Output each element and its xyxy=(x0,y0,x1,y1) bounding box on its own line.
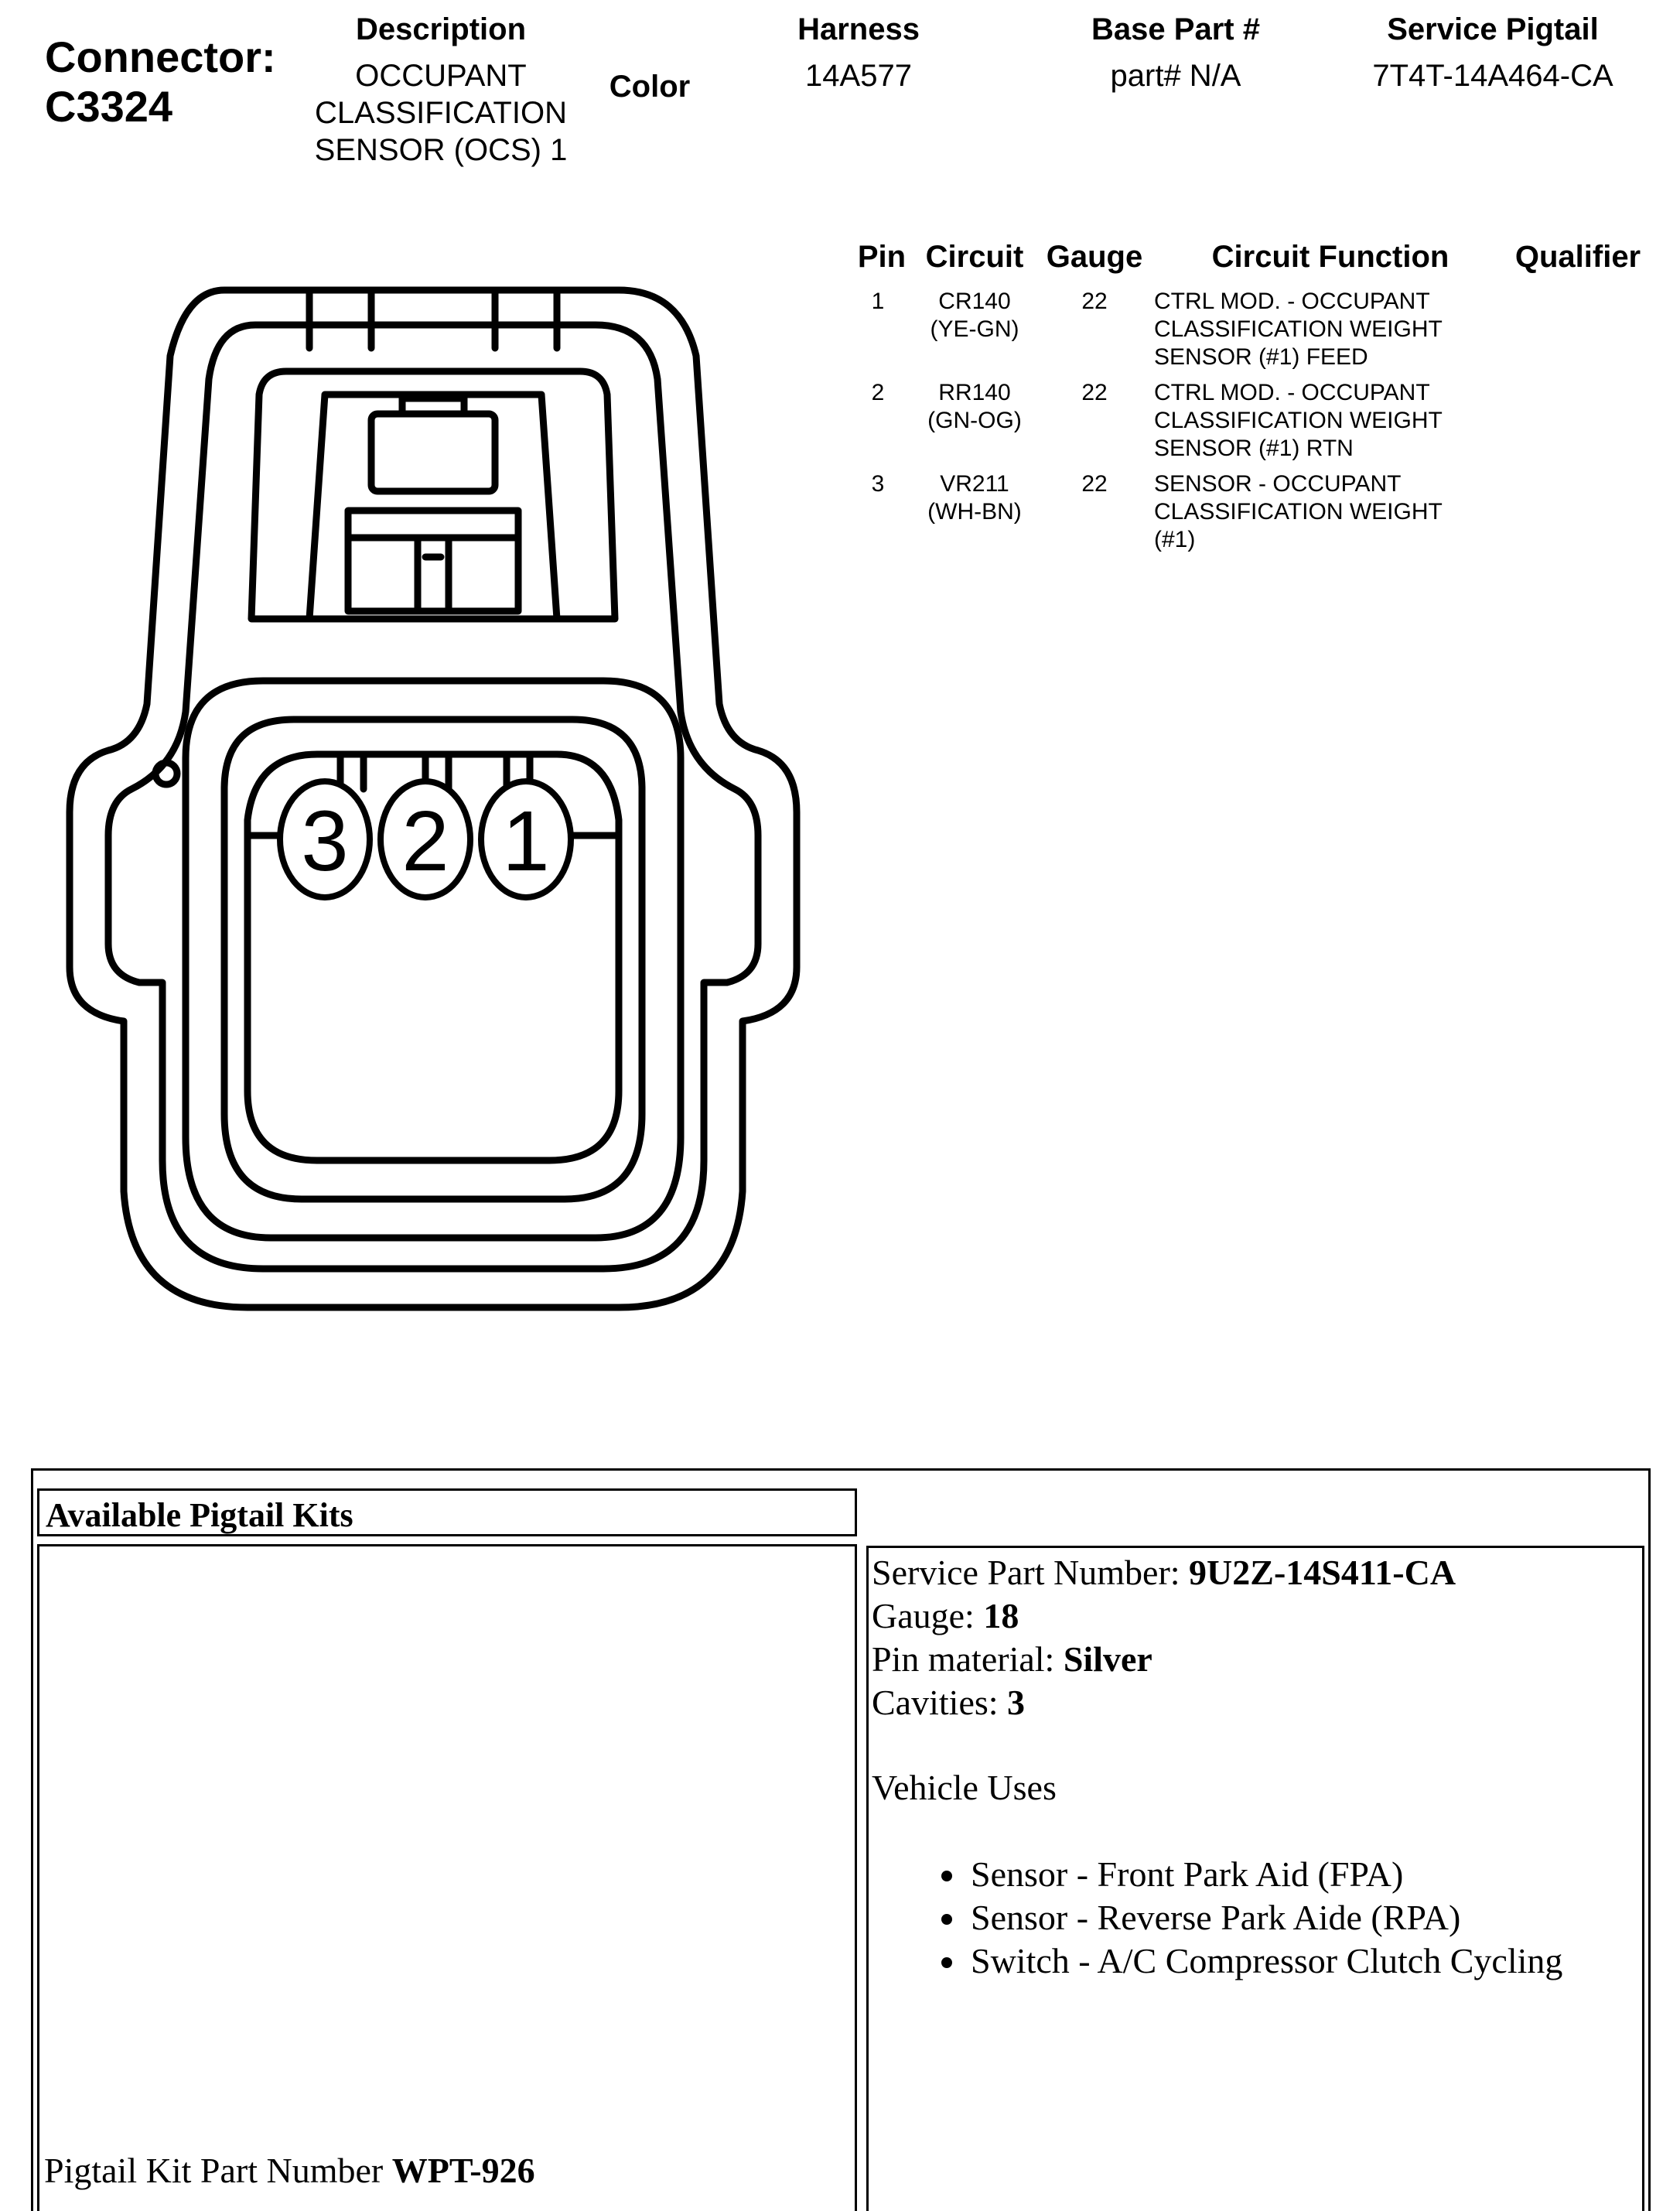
pin-2-circle xyxy=(377,778,473,900)
connector-id: C3324 xyxy=(45,82,173,131)
wire-gauge: 22 xyxy=(1081,380,1108,405)
qualifier-column-header: Qualifier xyxy=(1514,240,1641,274)
circuit-id: RR140 xyxy=(938,380,1011,405)
circuit-id: VR211 xyxy=(940,471,1009,497)
wire-gauge: 22 xyxy=(1081,471,1108,497)
list-item: Sensor - Front Park Aid (FPA) xyxy=(968,1853,1562,1896)
connector-label: Connector: xyxy=(45,32,276,81)
pigtail-kit-part-number: Pigtail Kit Part Number WPT-926 xyxy=(44,2150,535,2191)
latch-inner xyxy=(306,391,561,623)
pin-1-label: 1 xyxy=(502,794,549,889)
pin-number: 1 xyxy=(871,289,885,314)
vehicle-uses-list: Sensor - Front Park Aid (FPA) Sensor - R… xyxy=(872,1853,1562,1983)
circuit-function-column-header: Circuit Function xyxy=(1211,240,1450,274)
mating-face-outer xyxy=(182,677,685,1242)
housing-outer-outline xyxy=(66,286,801,1311)
circuit-function: SENSOR - OCCUPANT CLASSIFICATION WEIGHT … xyxy=(1154,470,1494,554)
connector-face-diagram: 3 2 1 xyxy=(66,286,801,1311)
color-header: Color xyxy=(609,70,691,104)
pigtail-kit-image-cell: Pigtail Kit Part Number WPT-926 xyxy=(37,1544,857,2211)
function-line: CLASSIFICATION WEIGHT xyxy=(1154,316,1443,342)
description-value: OCCUPANT CLASSIFICATION SENSOR (OCS) 1 xyxy=(286,57,596,169)
pigtail-kits-title: Available Pigtail Kits xyxy=(46,1496,353,1534)
pin-3-circle xyxy=(277,778,373,900)
circuit-code: RR140 (GN-OG) xyxy=(913,379,1036,435)
function-line: CTRL MOD. - OCCUPANT xyxy=(1154,289,1430,314)
list-item: Switch - A/C Compressor Clutch Cycling xyxy=(968,1939,1562,1983)
gauge-column-header: Gauge xyxy=(1046,240,1143,274)
cavities-spec: Cavities: 3 xyxy=(872,1681,1562,1724)
description-header: Description xyxy=(355,12,527,46)
description-line: SENSOR (OCS) 1 xyxy=(314,133,568,167)
function-line: SENSOR (#1) FEED xyxy=(1154,344,1368,370)
pin-material-label: Pin material: xyxy=(872,1639,1064,1679)
circuit-color: (YE-GN) xyxy=(930,316,1019,342)
connector-title: Connector: C3324 xyxy=(45,32,276,132)
kit-part-label: Pigtail Kit Part Number xyxy=(44,2151,392,2190)
circuit-column-header: Circuit xyxy=(925,240,1024,274)
circuit-code: CR140 (YE-GN) xyxy=(913,288,1036,343)
cavity-outline xyxy=(244,750,623,1164)
description-line: CLASSIFICATION xyxy=(315,96,567,130)
gauge-spec: Gauge: 18 xyxy=(872,1594,1562,1638)
pin-1-circle xyxy=(478,778,574,900)
terminal-posts xyxy=(336,750,534,793)
list-item: Sensor - Reverse Park Aide (RPA) xyxy=(968,1896,1562,1939)
latch-button xyxy=(367,410,499,495)
service-part-number: Service Part Number: 9U2Z-14S411-CA xyxy=(872,1551,1562,1594)
pin-number: 2 xyxy=(871,380,885,405)
pin-2-label: 2 xyxy=(401,794,449,889)
function-line: CLASSIFICATION WEIGHT xyxy=(1154,408,1443,433)
circuit-function: CTRL MOD. - OCCUPANT CLASSIFICATION WEIG… xyxy=(1154,288,1494,371)
latch-body xyxy=(248,367,619,623)
function-line: SENSOR (#1) RTN xyxy=(1154,436,1354,461)
circuit-color: (GN-OG) xyxy=(927,408,1022,433)
pin-material-spec: Pin material: Silver xyxy=(872,1638,1562,1681)
service-part-value: 9U2Z-14S411-CA xyxy=(1189,1553,1456,1592)
pin-column-header: Pin xyxy=(857,240,907,274)
function-line: CLASSIFICATION WEIGHT xyxy=(1154,499,1443,525)
function-line: (#1) xyxy=(1154,527,1196,552)
kit-part-value: WPT-926 xyxy=(391,2151,535,2190)
gauge-label: Gauge: xyxy=(872,1596,984,1635)
service-pigtail-header: Service Pigtail xyxy=(1387,12,1599,46)
vehicle-uses-heading: Vehicle Uses xyxy=(872,1768,1057,1807)
pigtail-spec-cell: Service Part Number: 9U2Z-14S411-CA Gaug… xyxy=(866,1546,1644,2211)
harness-header: Harness xyxy=(797,12,920,46)
gauge-value: 18 xyxy=(983,1596,1019,1635)
harness-value: 14A577 xyxy=(805,59,912,93)
function-line: CTRL MOD. - OCCUPANT xyxy=(1154,380,1430,405)
side-notch xyxy=(152,759,181,788)
latch-window xyxy=(344,507,522,615)
circuit-color: (WH-BN) xyxy=(927,499,1022,525)
description-line: OCCUPANT xyxy=(355,59,527,93)
housing-inner-outline xyxy=(104,321,762,1273)
function-line: SENSOR - OCCUPANT xyxy=(1154,471,1402,497)
pigtail-kits-title-cell: Available Pigtail Kits xyxy=(37,1488,857,1536)
latch-tower-outline xyxy=(306,286,561,352)
cavities-value: 3 xyxy=(1007,1683,1026,1722)
circuit-function: CTRL MOD. - OCCUPANT CLASSIFICATION WEIG… xyxy=(1154,379,1494,463)
base-part-value: part# N/A xyxy=(1110,59,1241,93)
pin-number: 3 xyxy=(871,471,885,497)
wire-gauge: 22 xyxy=(1081,289,1108,314)
circuit-id: CR140 xyxy=(938,289,1011,314)
service-pigtail-value: 7T4T-14A464-CA xyxy=(1372,59,1613,93)
service-part-label: Service Part Number: xyxy=(872,1553,1190,1592)
cavities-label: Cavities: xyxy=(872,1683,1008,1722)
circuit-code: VR211 (WH-BN) xyxy=(913,470,1036,526)
pin-material-value: Silver xyxy=(1063,1639,1152,1679)
pigtail-kit-frame xyxy=(31,1468,1651,2211)
pigtail-specs: Service Part Number: 9U2Z-14S411-CA Gaug… xyxy=(872,1551,1562,1983)
pin-3-label: 3 xyxy=(301,794,348,889)
latch-button-tab xyxy=(398,395,468,418)
latch-window-bars xyxy=(344,534,522,615)
mating-face-inner xyxy=(220,716,646,1203)
base-part-header: Base Part # xyxy=(1091,12,1260,46)
